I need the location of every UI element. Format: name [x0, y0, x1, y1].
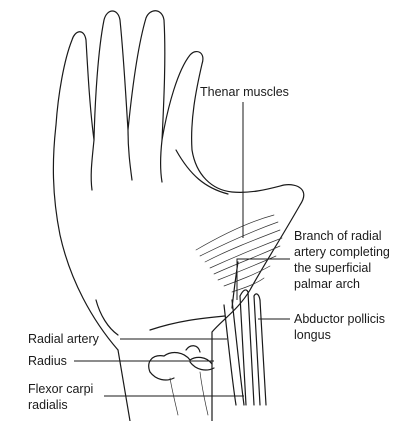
label-flexor-carpi-radialis: Flexor carpi radialis	[28, 381, 93, 413]
radial-artery-drawing	[223, 299, 245, 406]
label-abductor-line1: Abductor pollicis	[294, 312, 386, 326]
palm-crease-1	[175, 149, 229, 195]
middle-crease	[127, 129, 133, 181]
label-abductor-pollicis-longus: Abductor pollicis longus	[294, 311, 385, 343]
label-abductor-line2: longus	[294, 328, 331, 342]
thenar-muscle-fibres	[195, 214, 283, 293]
label-branch-line1: Branch of radial	[294, 229, 382, 243]
index-crease	[90, 139, 95, 191]
label-flexor-line2: radialis	[28, 398, 68, 412]
label-flexor-line1: Flexor carpi	[28, 382, 94, 396]
label-branch-line4: palmar arch	[294, 277, 360, 291]
forearm-left-edge	[117, 349, 131, 421]
label-branch-radial-artery: Branch of radial artery completing the s…	[294, 228, 390, 292]
palm-crease-3	[95, 299, 119, 336]
label-radial-artery: Radial artery	[28, 332, 99, 346]
ring-crease	[159, 139, 163, 183]
leader-branch	[236, 258, 290, 300]
palm-crease-2	[149, 315, 226, 331]
label-radius: Radius	[28, 354, 67, 368]
label-branch-line3: the superficial	[294, 261, 372, 275]
tendon-bundle	[239, 289, 267, 406]
carpal-bones	[148, 345, 215, 416]
label-branch-line2: artery completing	[294, 245, 390, 259]
label-thenar-muscles: Thenar muscles	[200, 85, 289, 99]
leader-lines	[74, 102, 290, 397]
hand-outline	[52, 10, 305, 421]
